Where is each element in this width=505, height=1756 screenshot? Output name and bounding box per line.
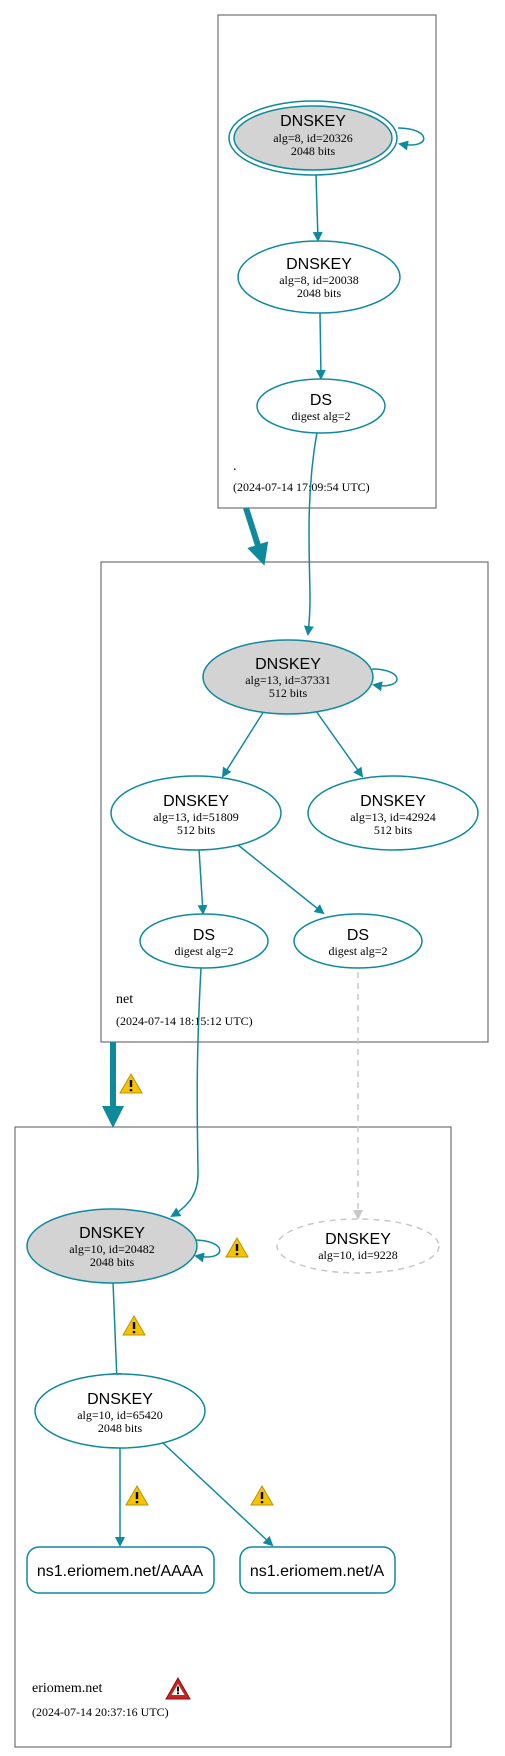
zone-net-label: net — [116, 992, 133, 1007]
edge-net-zsk1-ds1 — [197, 848, 208, 915]
net-ds-2-node[interactable]: DS digest alg=2 — [293, 913, 423, 969]
node-alg-id: alg=13, id=51809 — [153, 810, 239, 824]
node-title: DNSKEY — [79, 1225, 145, 1242]
edge-net-zsk1-ds2 — [237, 844, 325, 915]
net-ds-1-node[interactable]: DS digest alg=2 — [139, 913, 269, 969]
edge-erio-ksk-selfsig — [193, 1239, 221, 1263]
net-ksk-node[interactable]: DNSKEY alg=13, id=37331 512 bits — [202, 639, 374, 715]
rr-a-warning-icon — [250, 1485, 274, 1506]
net-zsk-42924-node[interactable]: DNSKEY alg=13, id=42924 512 bits — [307, 775, 479, 851]
root-zsk-node[interactable]: DNSKEY alg=8, id=20038 2048 bits — [237, 240, 401, 314]
node-bits: 512 bits — [177, 823, 216, 837]
node-bits: 512 bits — [374, 823, 413, 837]
zone-root-box — [217, 14, 437, 509]
edge-root-ksk-zsk — [312, 174, 323, 242]
zone-eriomem-label: eriomem.net — [32, 1681, 102, 1696]
node-title: DS — [193, 927, 215, 944]
zone-root-label: . — [233, 459, 237, 474]
node-alg-id: alg=13, id=42924 — [350, 810, 436, 824]
node-alg-id: alg=13, id=37331 — [245, 673, 331, 687]
node-bits: 2048 bits — [98, 1421, 143, 1435]
edge-erio-ksk-zsk — [111, 1281, 122, 1383]
rrset-label: ns1.eriomem.net/A — [250, 1563, 385, 1580]
zone-net-timestamp: (2024-07-14 18:15:12 UTC) — [116, 1014, 253, 1028]
node-alg-id: alg=10, id=9228 — [318, 1248, 398, 1262]
node-digest: digest alg=2 — [291, 409, 350, 423]
edge-net-ksk-selfsig — [371, 668, 398, 692]
node-title: DS — [310, 392, 332, 409]
eriomem-ksk-node[interactable]: DNSKEY alg=10, id=20482 2048 bits — [26, 1208, 198, 1284]
root-ds-node[interactable]: DS digest alg=2 — [256, 378, 386, 434]
node-title: DNSKEY — [255, 656, 321, 673]
node-title: DNSKEY — [280, 113, 346, 130]
edge-root-zsk-ds — [315, 312, 326, 380]
edge-net-ksk-zsk2 — [315, 710, 364, 778]
node-bits: 2048 bits — [291, 144, 336, 158]
edge-root-ds-net-ksk — [303, 431, 318, 636]
node-alg-id: alg=8, id=20038 — [279, 273, 359, 287]
node-bits: 512 bits — [269, 686, 308, 700]
node-title: DNSKEY — [163, 793, 229, 810]
rrset-aaaa-node[interactable]: ns1.eriomem.net/AAAA — [26, 1546, 215, 1594]
edge-net-ksk-zsk1 — [221, 710, 265, 778]
node-title: DS — [347, 927, 369, 944]
node-alg-id: alg=10, id=20482 — [69, 1242, 155, 1256]
net-zsk-51809-node[interactable]: DNSKEY alg=13, id=51809 512 bits — [110, 775, 282, 851]
delegation-warning-icon — [119, 1073, 143, 1094]
node-digest: digest alg=2 — [174, 944, 233, 958]
node-bits: 2048 bits — [90, 1255, 135, 1269]
eriomem-zsk-node[interactable]: DNSKEY alg=10, id=65420 2048 bits — [34, 1373, 206, 1449]
node-title: DNSKEY — [360, 793, 426, 810]
edge-erio-zsk-a — [162, 1442, 274, 1547]
rrset-a-node[interactable]: ns1.eriomem.net/A — [239, 1546, 396, 1594]
rrset-label: ns1.eriomem.net/AAAA — [37, 1563, 204, 1580]
rr-aaaa-warning-icon — [125, 1485, 149, 1506]
zone-root-timestamp: (2024-07-14 17:09:54 UTC) — [233, 480, 370, 494]
node-digest: digest alg=2 — [328, 944, 387, 958]
node-title: DNSKEY — [87, 1391, 153, 1408]
root-ksk-node[interactable]: DNSKEY alg=8, id=20326 2048 bits — [228, 100, 398, 176]
erio-ksk-zsk-warning-icon — [122, 1315, 146, 1336]
node-title: DNSKEY — [325, 1231, 391, 1248]
delegation-root-net-arrow — [243, 507, 269, 566]
erio-ksk-warning-icon — [225, 1237, 249, 1258]
node-alg-id: alg=8, id=20326 — [273, 131, 353, 145]
edge-net-ds1-erio-ksk — [170, 967, 202, 1218]
zone-error-icon — [165, 1677, 191, 1700]
zone-eriomem-timestamp: (2024-07-14 20:37:16 UTC) — [32, 1705, 169, 1719]
node-title: DNSKEY — [286, 256, 352, 273]
node-alg-id: alg=10, id=65420 — [77, 1408, 163, 1422]
zone-eriomem-box — [14, 1126, 452, 1748]
zone-net-box — [100, 561, 489, 1043]
eriomem-missing-dnskey-node[interactable]: DNSKEY alg=10, id=9228 — [276, 1218, 440, 1274]
edge-root-ksk-selfsig — [397, 127, 425, 151]
node-bits: 2048 bits — [297, 286, 342, 300]
